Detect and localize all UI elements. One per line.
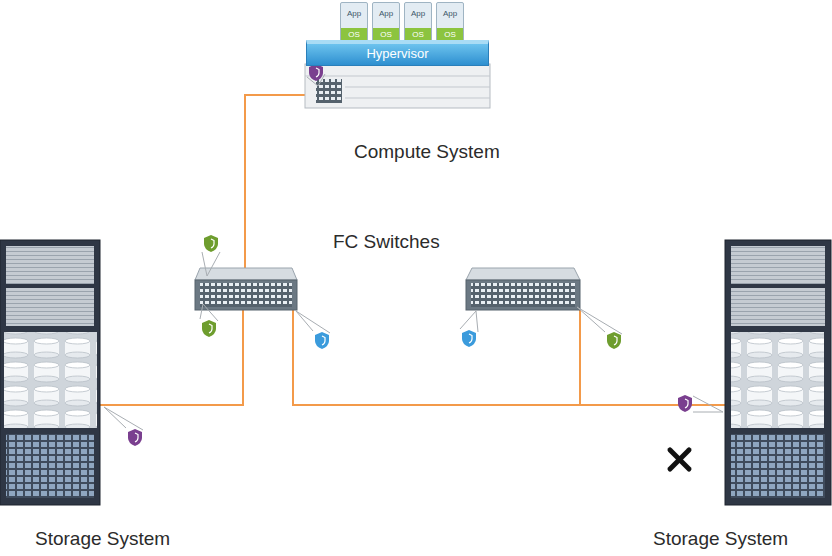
app-text: App (373, 3, 399, 28)
group-label: FC Switches (333, 231, 440, 253)
callout-leader (104, 74, 723, 430)
fc-switch (466, 268, 580, 310)
app-os-box: AppOS (372, 2, 400, 42)
hypervisor-text: Hypervisor (307, 44, 488, 64)
fc-cable (100, 95, 725, 405)
node-label: Compute System (354, 141, 500, 163)
storage-rack (0, 240, 100, 505)
app-text: App (405, 3, 431, 28)
storage-system: Storage System (725, 240, 831, 505)
node-label: Storage System (35, 528, 170, 550)
storage-rack (725, 240, 831, 505)
app-os-box: AppOS (340, 2, 368, 42)
security-icon (128, 64, 692, 446)
app-text: App (341, 3, 367, 28)
app-os-box: AppOS (404, 2, 432, 42)
hypervisor-bar: Hypervisor (306, 40, 489, 66)
node-label: Storage System (653, 528, 788, 550)
compute-system: Compute SystemAppOSAppOSAppOSAppOSHyperv… (300, 0, 495, 110)
app-text: App (437, 3, 463, 28)
app-os-box: AppOS (436, 2, 464, 42)
failure-mark (670, 450, 689, 469)
fc-switch (195, 268, 297, 310)
server-chassis (305, 64, 490, 108)
storage-system: Storage System (0, 240, 100, 505)
